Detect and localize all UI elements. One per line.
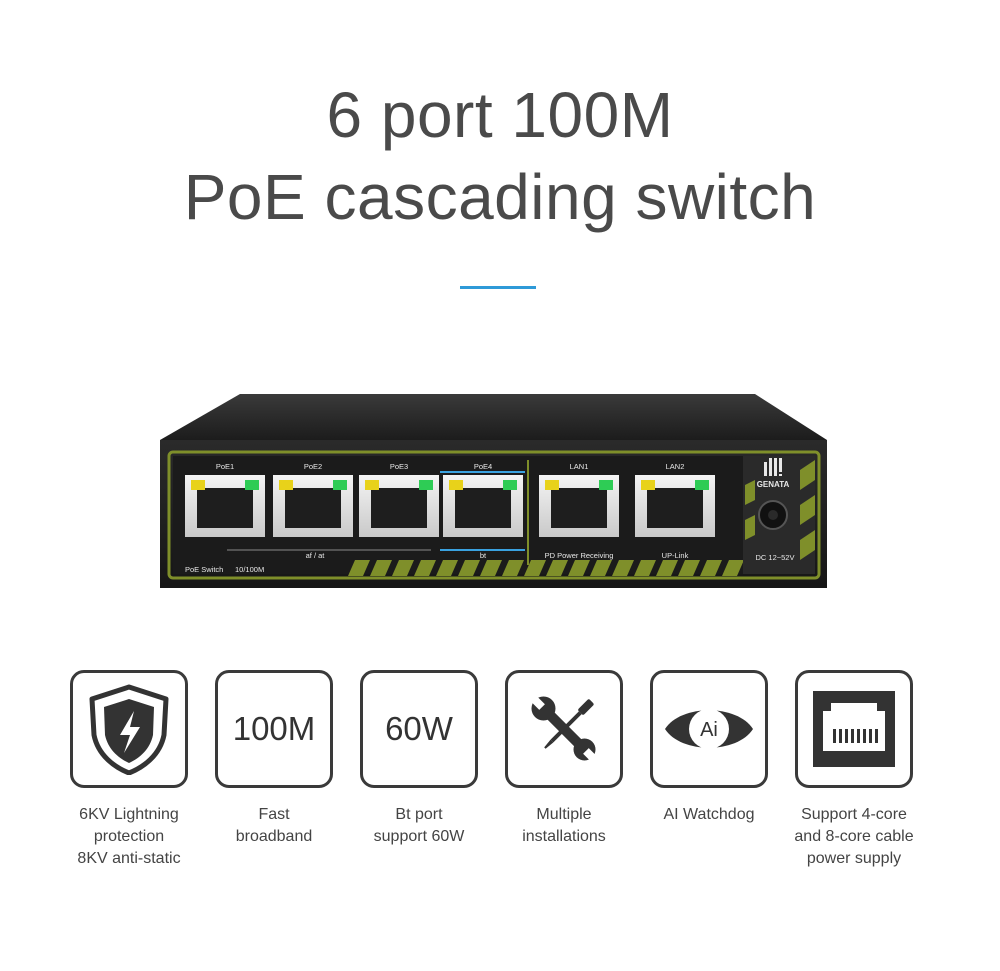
- feature-fast-broadband: 100M Fast broadband: [189, 670, 359, 848]
- feature-caption: 6KV Lightning protection 8KV anti-static: [77, 806, 181, 867]
- rj45-port-icon: [813, 691, 895, 767]
- feature-bt-port: 60W Bt port support 60W: [334, 670, 504, 848]
- feature-ai-watchdog: Ai AI Watchdog: [624, 670, 794, 826]
- port-poe2: [273, 475, 353, 537]
- label-poe1: PoE1: [216, 462, 234, 471]
- feature-icon-box: 100M: [215, 670, 333, 788]
- label-lan2: LAN2: [666, 462, 685, 471]
- feature-caption: Support 4-core and 8-core cable power su…: [794, 806, 914, 867]
- feature-caption: Fast broadband: [235, 806, 313, 845]
- port-lan1: [539, 475, 619, 537]
- label-pd-power: PD Power Receiving: [545, 551, 614, 560]
- device-top-lid: [160, 394, 827, 440]
- feature-icon-box: 60W: [360, 670, 478, 788]
- port-lan2: [635, 475, 715, 537]
- label-uplink: UP-Link: [662, 551, 689, 560]
- feature-caption: AI Watchdog: [663, 806, 755, 823]
- feature-cable-support: Support 4-core and 8-core cable power su…: [769, 670, 939, 870]
- headline-line-1: 6 port 100M: [326, 79, 674, 151]
- headline-line-2: PoE cascading switch: [183, 161, 817, 233]
- label-af-at: af / at: [306, 551, 326, 560]
- features-row: 6KV Lightning protection 8KV anti-static…: [0, 670, 1000, 910]
- label-poe2: PoE2: [304, 462, 322, 471]
- accent-divider: [460, 286, 536, 289]
- label-poe-switch: PoE Switch: [185, 565, 223, 574]
- feature-icon-box: [505, 670, 623, 788]
- port-poe1: [185, 475, 265, 537]
- feature-icon-box: [795, 670, 913, 788]
- ai-eye-icon: Ai: [665, 709, 753, 749]
- feature-icon-box: Ai: [650, 670, 768, 788]
- speed-value: 100M: [232, 710, 316, 747]
- power-value: 60W: [385, 710, 453, 747]
- label-poe4: PoE4: [474, 462, 492, 471]
- label-dc-input: DC 12~52V: [756, 553, 795, 562]
- feature-icon-box: [70, 670, 188, 788]
- feature-caption: Bt port support 60W: [373, 806, 465, 845]
- label-speed: 10/100M: [235, 565, 264, 574]
- ai-label: Ai: [700, 719, 718, 741]
- poe-switch-device: PoE1 PoE2 PoE3 PoE4 LAN1 LAN2 af / at bt…: [155, 390, 835, 590]
- feature-caption: Multiple installations: [522, 806, 606, 845]
- brand-name: GENATA: [757, 480, 790, 489]
- feature-lightning-protection: 6KV Lightning protection 8KV anti-static: [44, 670, 214, 870]
- shield-lightning-icon: [89, 684, 169, 775]
- port-poe4: [443, 475, 523, 537]
- feature-multiple-installations: Multiple installations: [479, 670, 649, 848]
- label-poe3: PoE3: [390, 462, 408, 471]
- brand-logo-icon: [764, 458, 782, 476]
- port-poe3: [359, 475, 439, 537]
- label-lan1: LAN1: [570, 462, 589, 471]
- wrench-screwdriver-icon: [530, 695, 598, 763]
- label-bt: bt: [480, 551, 487, 560]
